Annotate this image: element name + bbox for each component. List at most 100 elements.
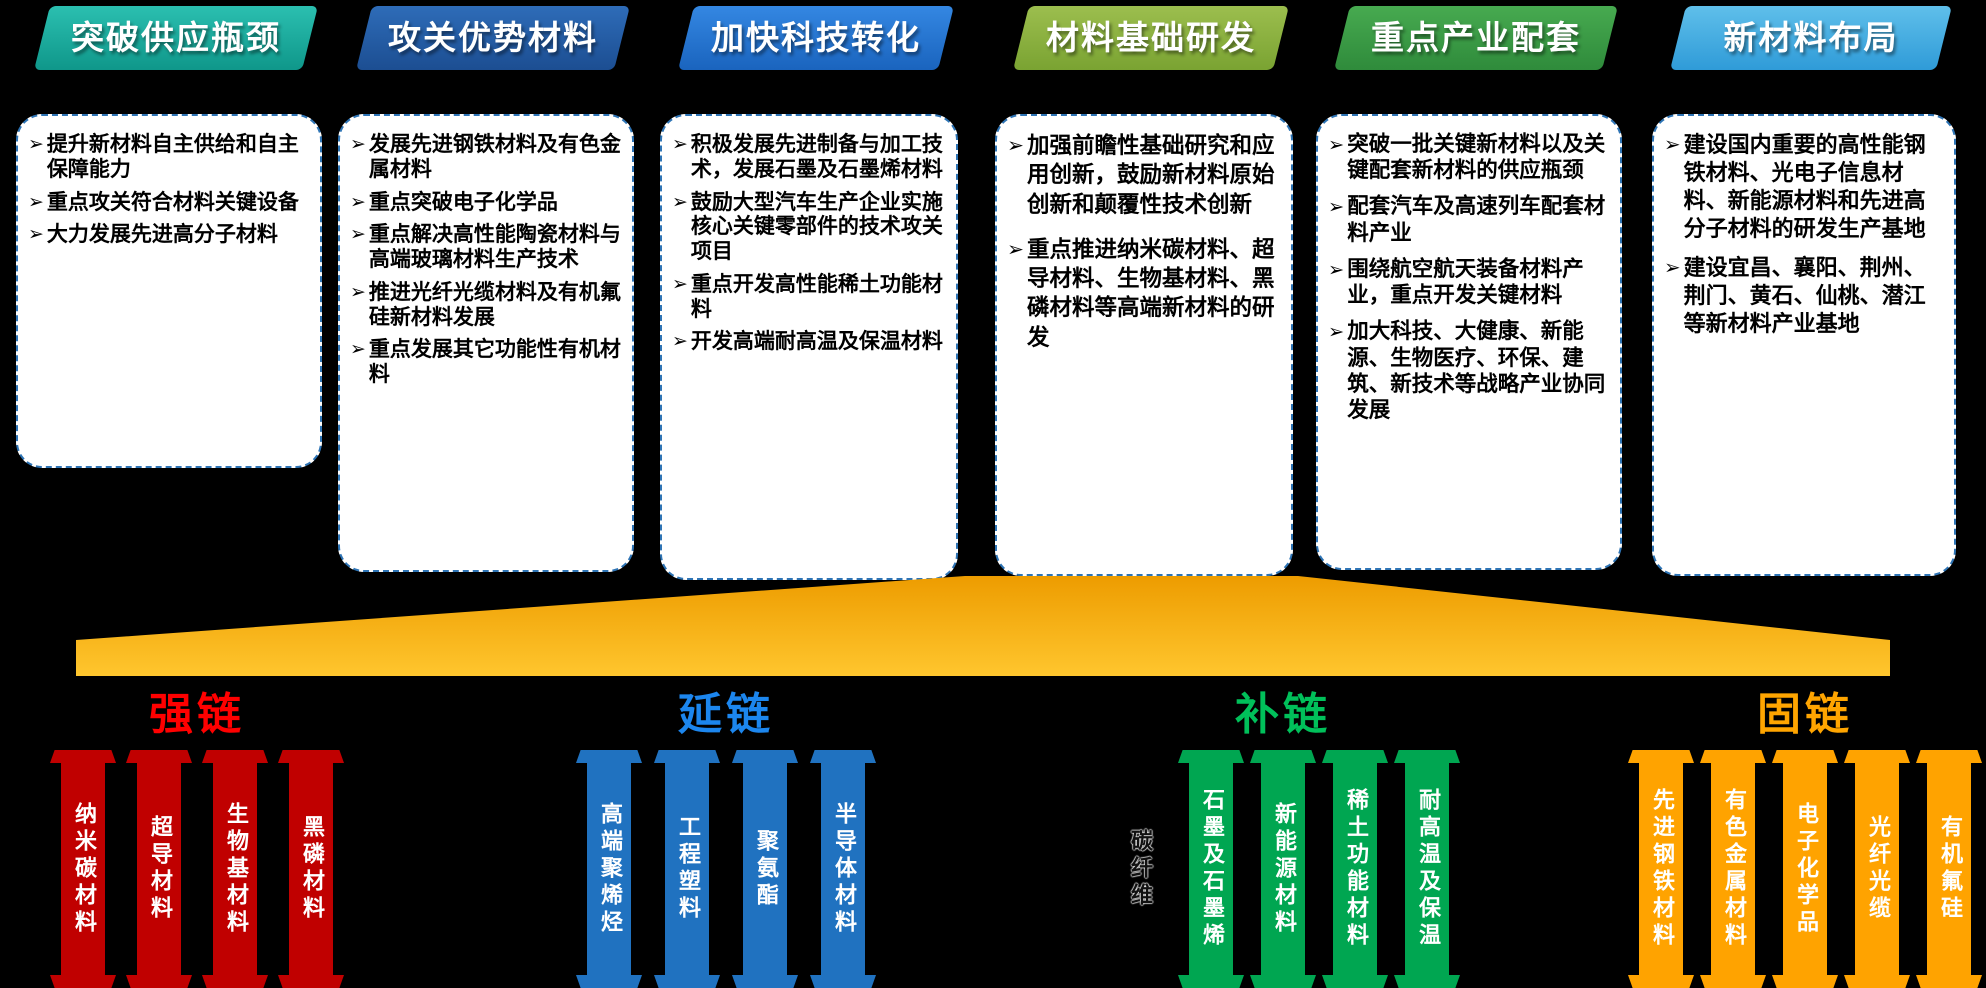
chain-title: 固链 (1757, 689, 1853, 740)
pillar-top-cap (1700, 750, 1766, 763)
pillar-top-cap (576, 750, 642, 763)
bullet-item: ➢发展先进钢铁材料及有色金属材料 (350, 132, 624, 182)
arrow-bullet-icon: ➢ (1328, 195, 1345, 219)
pillar-label: 石墨及石墨烯 (1199, 788, 1224, 950)
pillar-label: 先进钢铁材料 (1649, 788, 1674, 950)
bullet-item: ➢加大科技、大健康、新能源、生物医疗、环保、建筑、新技术等战略产业协同发展 (1328, 319, 1612, 424)
pillar-bottom-cap (1628, 975, 1694, 988)
pillar-bottom-cap (1916, 975, 1982, 988)
pillar-bottom-cap (1772, 975, 1838, 988)
pillar-bottom-cap (126, 975, 192, 988)
pillar-label: 有机氟硅 (1937, 815, 1962, 923)
pillar-top-cap (810, 750, 876, 763)
pillar-label: 半导体材料 (831, 801, 856, 937)
arrow-bullet-icon: ➢ (1007, 236, 1024, 261)
arrow-bullet-icon: ➢ (672, 330, 688, 353)
strategy-column: 突破供应瓶颈 ➢ 提升新材料自主供给和自主保障能力 ➢重点攻关符合材料关键设备 ➢大力发… (14, 6, 328, 468)
bullet-item: ➢重点解决高性能陶瓷材料与高端玻璃材料生产技术 (350, 222, 624, 272)
bullet-text: 建设国内重要的高性能钢铁材料、光电子信息材料、新能源材料和先进高分子材料的研发生… (1683, 133, 1926, 243)
bullet-item: ➢重点开发高性能稀土功能材料 (672, 272, 948, 322)
pillar-row: 碳纤维石墨及石墨烯新能源材料稀土功能材料耐高温及保温 (1106, 750, 1460, 988)
pillar: 工程塑料 (654, 750, 720, 988)
pillar-shaft: 先进钢铁材料 (1639, 763, 1683, 975)
bullet-item: ➢突破一批关键新材料以及关键配套新材料的供应瓶颈 (1328, 132, 1612, 184)
pillar-top-cap (126, 750, 192, 763)
arrow-bullet-icon: ➢ (28, 223, 44, 246)
bullet-item: ➢建设宜昌、襄阳、荆州、荆门、黄石、仙桃、潜江等新材料产业基地 (1664, 255, 1946, 339)
bullet-text: 鼓励大型汽车生产企业实施核心关键零部件的技术攻关项目 (690, 189, 943, 264)
pillar-label: 光纤光缆 (1865, 815, 1890, 923)
pillar-top-cap (1322, 750, 1388, 763)
column-card: ➢突破一批关键新材料以及关键配套新材料的供应瓶颈➢配套汽车及高速列车配套材料产业… (1316, 114, 1622, 570)
pillar-bottom-cap (1394, 975, 1460, 988)
arrow-bullet-icon: ➢ (350, 280, 366, 303)
pillar-bottom-cap (50, 975, 116, 988)
bullet-item: ➢大力发展先进高分子材料 (28, 222, 312, 247)
arrow-bullet-icon: ➢ (672, 133, 688, 155)
pillar-bottom-cap (654, 975, 720, 988)
column-card: ➢加强前瞻性基础研究和应用创新，鼓励新材料原始创新和颠覆性技术创新➢重点推进纳米… (995, 114, 1293, 576)
bullet-text: 积极发展先进制备与加工技术，发展石墨及石墨烯材料 (690, 132, 943, 181)
pillar-shaft: 耐高温及保温 (1405, 763, 1449, 975)
pillar-top-cap (1106, 750, 1172, 763)
bullet-text: 加强前瞻性基础研究和应用创新，鼓励新材料原始创新和颠覆性技术创新 (1026, 133, 1275, 218)
pillar: 碳纤维 (1106, 750, 1172, 988)
arrow-bullet-icon: ➢ (1328, 320, 1345, 344)
bullet-item: ➢积极发展先进制备与加工技术，发展石墨及石墨烯材料 (672, 132, 948, 182)
bullet-item: ➢鼓励大型汽车生产企业实施核心关键零部件的技术攻关项目 (672, 190, 948, 264)
column-card: ➢发展先进钢铁材料及有色金属材料➢重点突破电子化学品➢重点解决高性能陶瓷材料与高… (338, 114, 634, 572)
pillar: 电子化学品 (1772, 750, 1838, 988)
pillar-top-cap (1844, 750, 1910, 763)
bullet-item: ➢开发高端耐高温及保温材料 (672, 329, 948, 354)
pillar-shaft: 有色金属材料 (1711, 763, 1755, 975)
pillar: 纳米碳材料 (50, 750, 116, 988)
column-banner: 重点产业配套 (1334, 6, 1618, 70)
pillar: 耐高温及保温 (1394, 750, 1460, 988)
arrow-bullet-icon: ➢ (1664, 255, 1681, 279)
pillar-label: 有色金属材料 (1721, 788, 1746, 950)
banner-label: 突破供应瓶颈 (71, 18, 281, 57)
pillar-label: 高端聚烯烃 (597, 801, 622, 937)
pillar-bottom-cap (1322, 975, 1388, 988)
bullet-item: ➢加强前瞻性基础研究和应用创新，鼓励新材料原始创新和颠覆性技术创新 (1007, 132, 1283, 220)
bullet-text: 突破一批关键新材料以及关键配套新材料的供应瓶颈 (1347, 132, 1606, 184)
funnel-shape (76, 576, 1890, 676)
strategy-column: 重点产业配套➢突破一批关键新材料以及关键配套新材料的供应瓶颈➢配套汽车及高速列车… (1314, 6, 1628, 570)
pillar-shaft: 新能源材料 (1261, 763, 1305, 975)
pillar-top-cap (732, 750, 798, 763)
pillar-bottom-cap (732, 975, 798, 988)
pillar-label: 工程塑料 (675, 815, 700, 923)
pillar-shaft: 石墨及石墨烯 (1189, 763, 1233, 975)
pillar-bottom-cap (202, 975, 268, 988)
column-banner: 新材料布局 (1670, 6, 1952, 70)
pillar-shaft: 超导材料 (137, 763, 181, 975)
pillar-label: 黑磷材料 (299, 815, 324, 923)
banner-label: 新材料布局 (1723, 18, 1899, 57)
strategy-column: 攻关优势材料➢发展先进钢铁材料及有色金属材料➢重点突破电子化学品➢重点解决高性能… (336, 6, 640, 572)
arrow-bullet-icon: ➢ (672, 190, 688, 213)
bullet-text: 重点突破电子化学品 (368, 189, 558, 214)
pillar-shaft: 纳米碳材料 (61, 763, 105, 975)
chain-group: 固链先进钢铁材料 有色金属材料 电子化学品 光纤光缆 有机氟硅 (1628, 678, 1982, 988)
pillar-shaft: 高端聚烯烃 (587, 763, 631, 975)
pillar-label: 生物基材料 (223, 801, 248, 937)
pillar-label: 电子化学品 (1793, 801, 1818, 937)
bullet-text: 提升新材料自主供给和自主保障能力 (46, 132, 299, 181)
pillar-label: 耐高温及保温 (1415, 788, 1440, 950)
bullet-text: 重点攻关符合材料关键设备 (46, 189, 299, 214)
pillar: 聚氨酯 (732, 750, 798, 988)
pillar: 先进钢铁材料 (1628, 750, 1694, 988)
pillar-shaft: 碳纤维 (1117, 763, 1161, 975)
chain-title: 延链 (678, 689, 774, 740)
banner-label: 重点产业配套 (1371, 18, 1581, 57)
chain-group: 强链纳米碳材料超导材料生物基材料黑磷材料 (50, 678, 344, 988)
pillar-top-cap (1772, 750, 1838, 763)
bullet-text: 配套汽车及高速列车配套材料产业 (1347, 194, 1606, 246)
bullet-item: ➢重点攻关符合材料关键设备 (28, 190, 312, 215)
pillar-shaft: 有机氟硅 (1927, 763, 1971, 975)
pillar-row: 先进钢铁材料 有色金属材料 电子化学品 光纤光缆 有机氟硅 (1628, 750, 1982, 988)
arrow-bullet-icon: ➢ (350, 223, 366, 246)
bullet-item: ➢配套汽车及高速列车配套材料产业 (1328, 194, 1612, 246)
arrow-bullet-icon: ➢ (672, 272, 688, 295)
